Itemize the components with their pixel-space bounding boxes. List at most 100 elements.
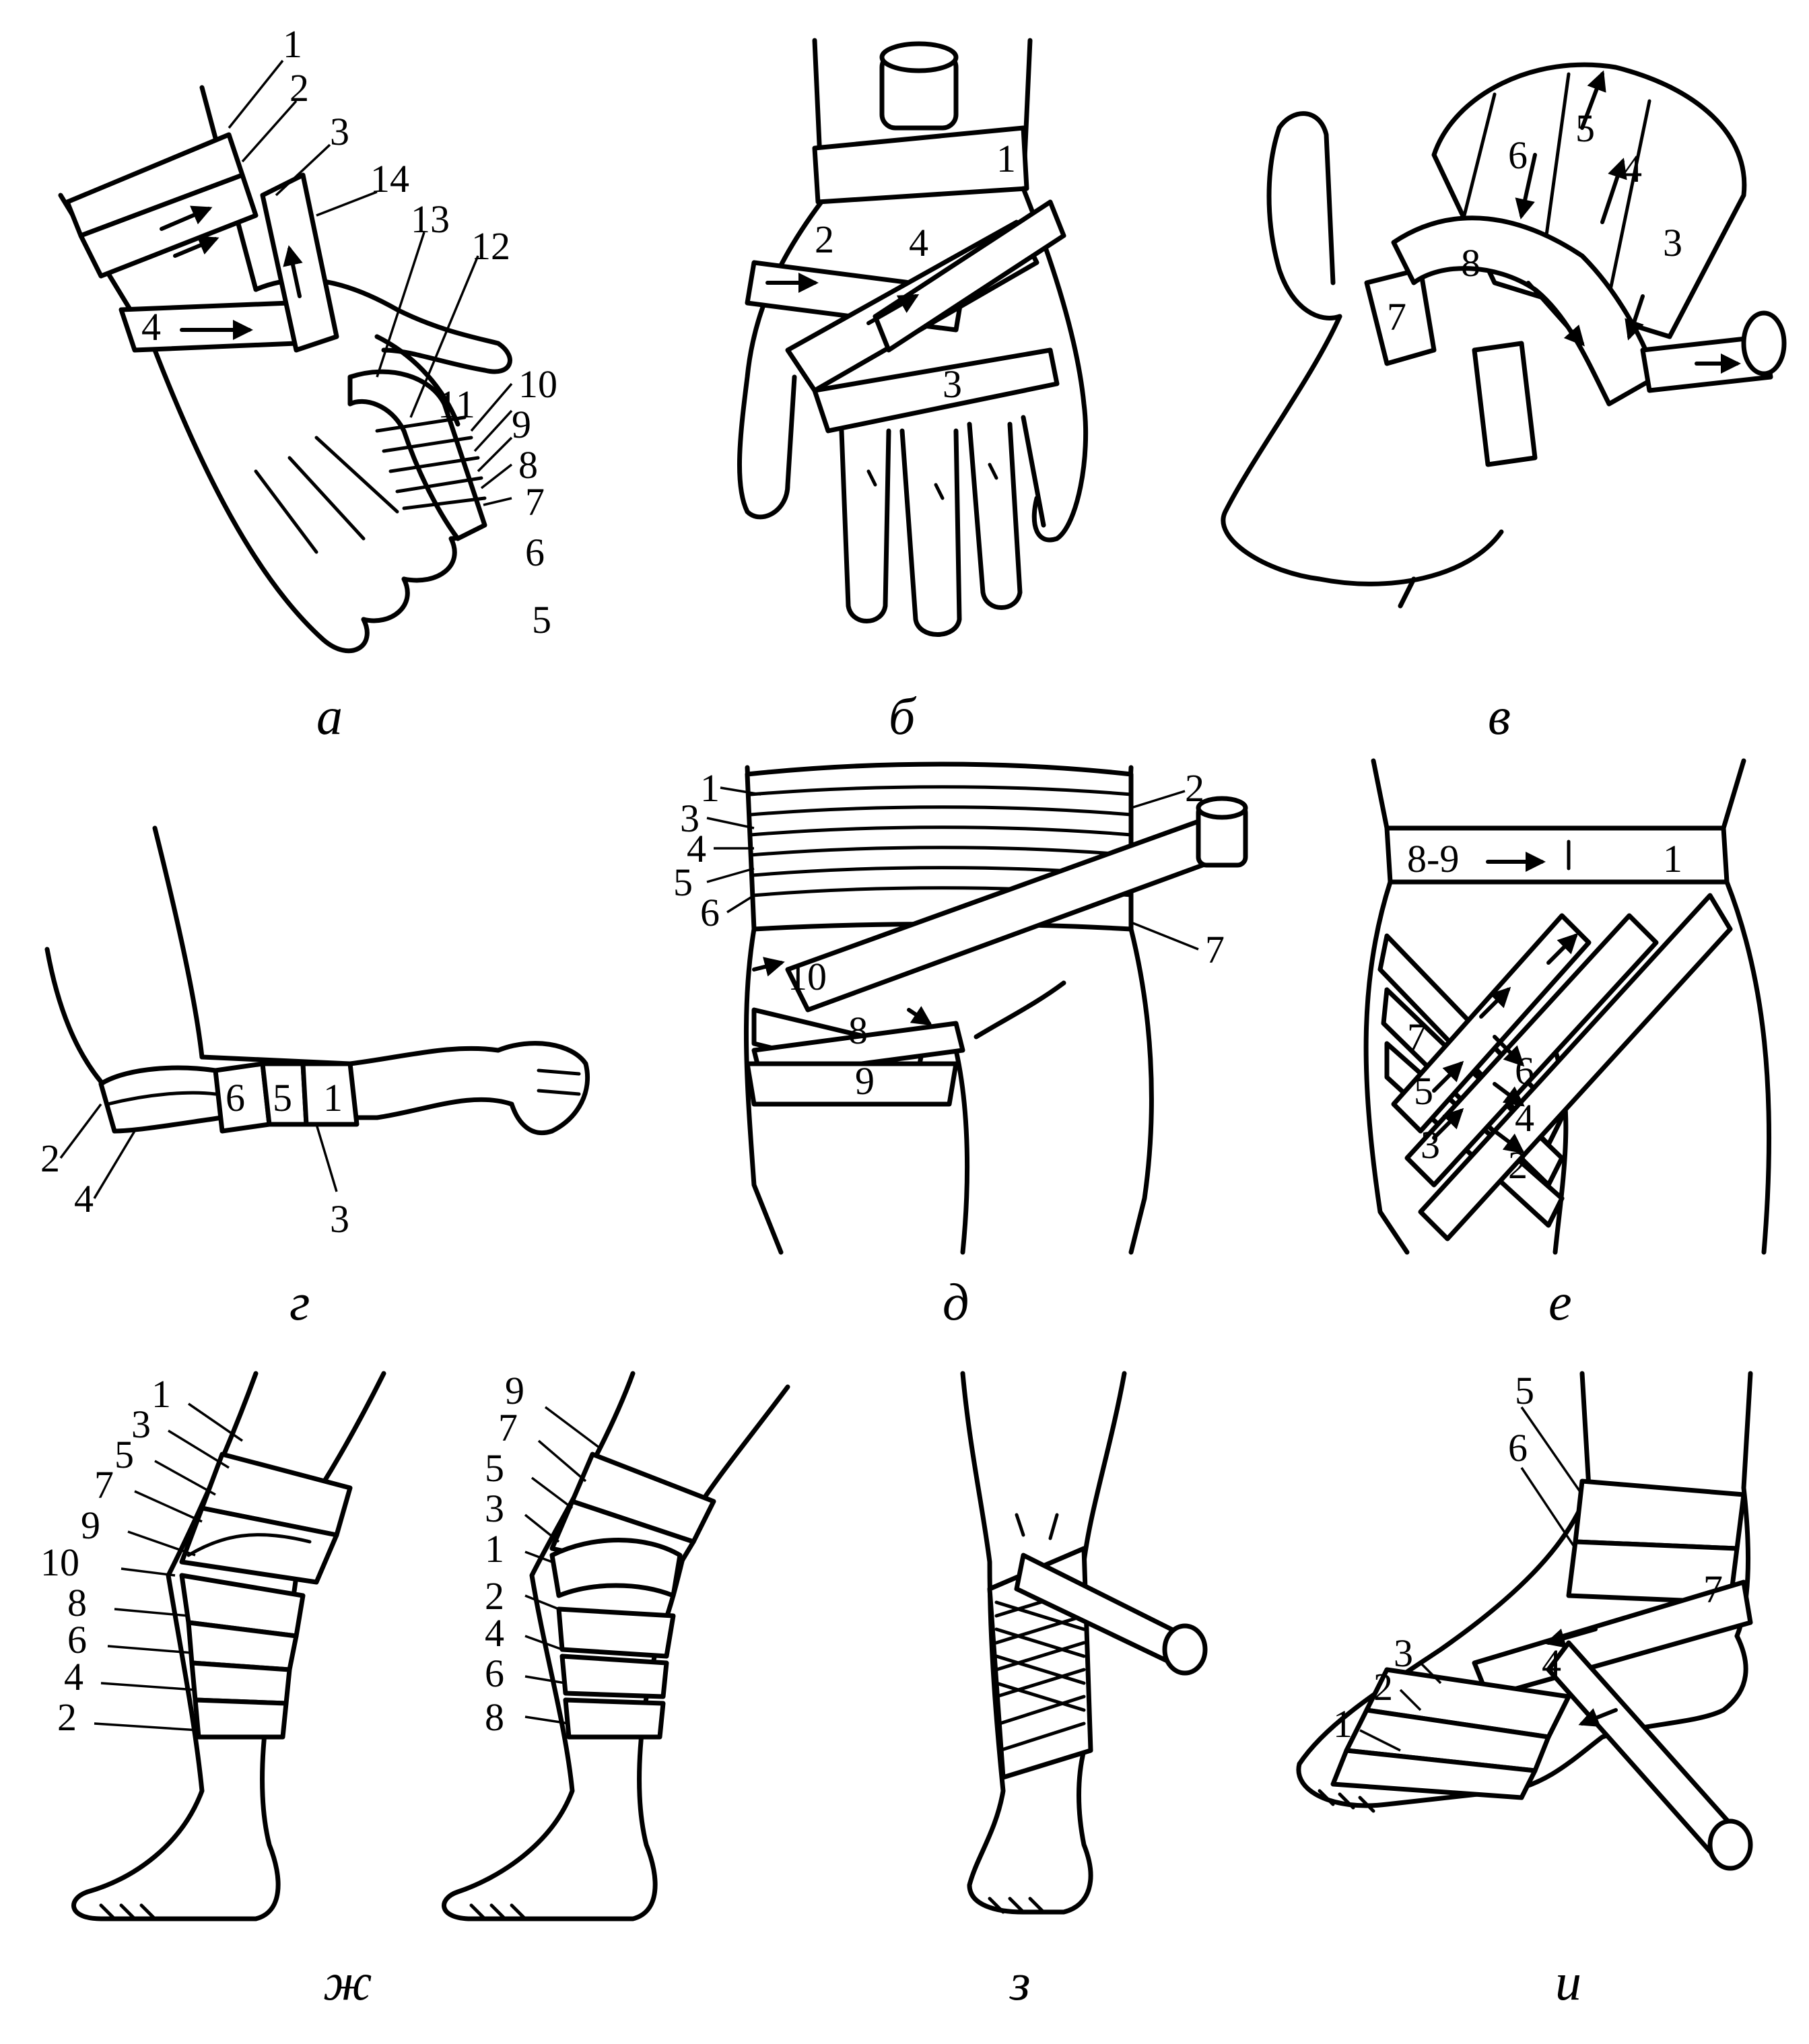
label-e-4: 4 xyxy=(1515,1096,1534,1140)
label-e-5: 5 xyxy=(1414,1069,1433,1113)
label-a-10: 10 xyxy=(518,362,557,406)
label-zh-l-10: 10 xyxy=(40,1540,79,1584)
panel-e: 8-9 1 2 3 4 5 6 7 е xyxy=(1363,758,1772,1331)
label-e-3: 3 xyxy=(1421,1123,1440,1167)
label-v-8: 8 xyxy=(1461,241,1480,285)
panel-i-leader-lines xyxy=(1359,1406,1583,1752)
caption-z: з xyxy=(1009,1952,1030,2011)
panel-z-leg-drawing xyxy=(960,1371,1208,1915)
label-b-4: 4 xyxy=(909,221,928,265)
label-a-6: 6 xyxy=(525,531,545,574)
panel-a: 1 2 3 4 5 6 7 8 9 10 11 12 13 14 а xyxy=(58,22,557,745)
label-g-4: 4 xyxy=(74,1177,94,1221)
label-zh-r-1: 1 xyxy=(485,1527,504,1571)
label-i-3: 3 xyxy=(1394,1631,1413,1675)
label-e-6: 6 xyxy=(1515,1049,1534,1093)
panel-d-leader-lines xyxy=(706,786,1199,951)
panel-i-number-labels: 1 2 3 4 5 6 7 xyxy=(1333,1369,1723,1746)
label-zh-r-8: 8 xyxy=(485,1695,504,1739)
label-v-4: 4 xyxy=(1623,147,1642,191)
label-zh-r-4: 4 xyxy=(485,1611,504,1655)
label-zh-l-5: 5 xyxy=(114,1433,134,1476)
caption-g: г xyxy=(289,1272,310,1331)
label-zh-r-3: 3 xyxy=(485,1487,504,1530)
label-a-12: 12 xyxy=(471,224,510,268)
label-i-7: 7 xyxy=(1703,1567,1723,1611)
label-v-5: 5 xyxy=(1575,106,1595,150)
label-d-6: 6 xyxy=(700,891,720,934)
label-e-8-9: 8-9 xyxy=(1407,837,1459,881)
label-d-4: 4 xyxy=(687,827,706,871)
label-a-14: 14 xyxy=(370,157,409,201)
label-d-2: 2 xyxy=(1185,766,1204,810)
label-a-9: 9 xyxy=(512,403,531,446)
panel-zh-right-labels: 9 7 5 3 1 2 4 6 8 xyxy=(485,1369,524,1739)
panel-i-foot-drawing xyxy=(1296,1371,1753,1871)
panel-zh-left-labels: 1 3 5 7 9 10 8 6 4 2 xyxy=(40,1372,171,1739)
label-zh-l-7: 7 xyxy=(94,1463,114,1507)
label-d-9: 9 xyxy=(855,1059,875,1103)
label-i-1: 1 xyxy=(1333,1702,1353,1746)
label-d-3: 3 xyxy=(680,796,699,840)
label-i-5: 5 xyxy=(1515,1369,1534,1412)
panel-b-number-labels: 1 2 3 4 xyxy=(815,137,1016,406)
label-a-13: 13 xyxy=(411,197,450,241)
label-d-8: 8 xyxy=(848,1009,868,1052)
label-zh-r-7: 7 xyxy=(498,1406,518,1450)
panel-d-body-drawing xyxy=(743,761,1248,1255)
label-i-4: 4 xyxy=(1542,1641,1561,1685)
label-a-11: 11 xyxy=(438,382,475,426)
panel-zh-left-leg-drawing xyxy=(71,1371,386,1921)
caption-a: а xyxy=(316,687,343,745)
label-b-3: 3 xyxy=(943,362,962,406)
panel-d-number-labels: 1 2 3 4 5 6 7 8 9 10 xyxy=(673,766,1225,1103)
panel-g-arm-drawing xyxy=(44,825,590,1136)
label-e-1: 1 xyxy=(1663,837,1682,881)
label-zh-l-2: 2 xyxy=(57,1695,77,1739)
panel-g: 1 2 3 4 5 6 г xyxy=(40,825,590,1331)
panel-g-number-labels: 1 2 3 4 5 6 xyxy=(40,1076,349,1241)
panel-b: 1 2 3 4 б xyxy=(737,38,1089,745)
panel-v: 3 4 5 6 7 8 в xyxy=(1221,62,1787,745)
label-a-4: 4 xyxy=(141,305,161,349)
panel-a-hand-drawing xyxy=(58,85,512,654)
panel-v-hand-drawing xyxy=(1221,62,1787,609)
caption-b: б xyxy=(889,687,917,745)
label-d-7: 7 xyxy=(1205,928,1225,972)
label-g-3: 3 xyxy=(330,1197,349,1241)
label-zh-r-2: 2 xyxy=(485,1574,504,1618)
label-zh-l-6: 6 xyxy=(67,1618,87,1662)
label-g-1: 1 xyxy=(323,1076,343,1120)
label-zh-l-1: 1 xyxy=(151,1372,171,1416)
label-a-7: 7 xyxy=(525,480,545,524)
label-i-2: 2 xyxy=(1373,1665,1393,1709)
caption-d: д xyxy=(943,1272,969,1331)
panel-z: з xyxy=(960,1371,1208,2011)
panel-zh-right-leader-lines xyxy=(524,1406,601,1725)
label-e-7: 7 xyxy=(1407,1015,1427,1059)
panel-a-number-labels: 1 2 3 4 5 6 7 8 9 10 11 12 13 14 xyxy=(141,22,557,642)
label-a-3: 3 xyxy=(330,110,349,154)
label-v-7: 7 xyxy=(1387,295,1406,339)
label-zh-l-9: 9 xyxy=(81,1503,100,1547)
panel-b-hand-drawing xyxy=(737,38,1089,637)
label-d-10: 10 xyxy=(788,955,827,998)
label-i-6: 6 xyxy=(1508,1426,1528,1470)
panel-i: 1 2 3 4 5 6 7 и xyxy=(1296,1369,1753,2011)
label-zh-r-9: 9 xyxy=(505,1369,524,1412)
label-zh-l-8: 8 xyxy=(67,1581,87,1625)
label-g-6: 6 xyxy=(226,1076,245,1120)
label-d-1: 1 xyxy=(700,766,720,810)
label-a-5: 5 xyxy=(532,598,551,642)
label-zh-r-5: 5 xyxy=(485,1446,504,1490)
caption-e: е xyxy=(1548,1272,1572,1331)
panel-g-leader-lines xyxy=(59,1103,338,1199)
panel-zh-right-leg-drawing xyxy=(442,1371,790,1921)
label-v-6: 6 xyxy=(1508,133,1528,177)
label-b-1: 1 xyxy=(996,137,1016,180)
label-zh-l-3: 3 xyxy=(131,1402,151,1446)
panel-zh: 1 3 5 7 9 10 8 6 4 2 xyxy=(40,1369,790,2011)
label-e-2: 2 xyxy=(1508,1143,1528,1187)
panel-v-number-labels: 3 4 5 6 7 8 xyxy=(1387,106,1682,339)
